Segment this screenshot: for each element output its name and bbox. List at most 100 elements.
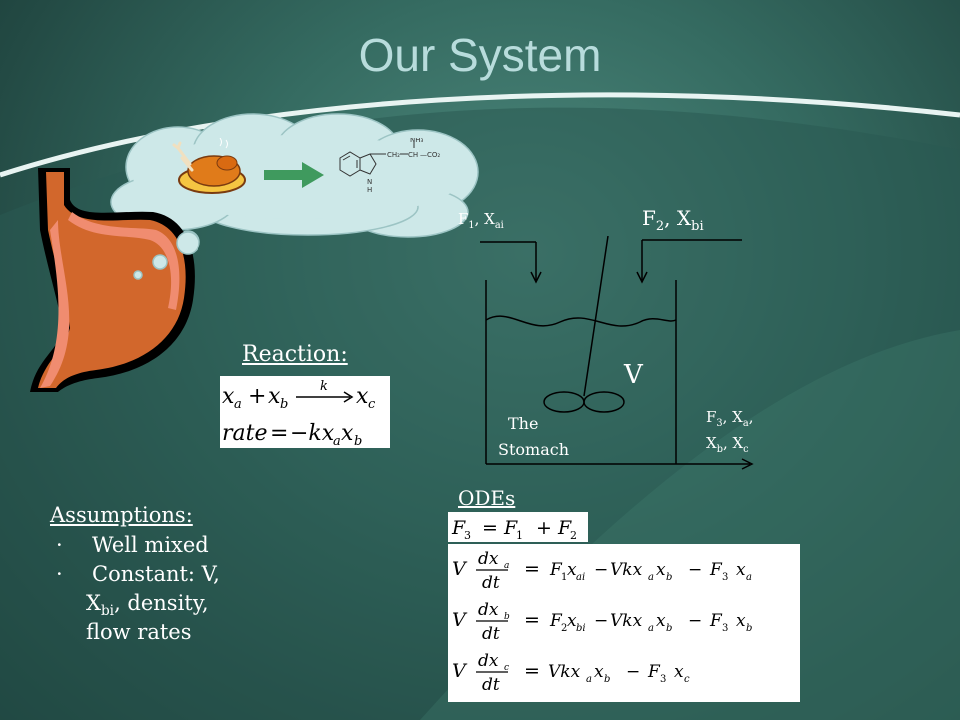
svg-text:F: F [549, 611, 563, 631]
svg-text:2: 2 [570, 529, 577, 542]
roast-chicken-icon [172, 138, 246, 194]
svg-text:V: V [452, 609, 468, 631]
svg-text:−kx: −kx [290, 421, 335, 446]
svg-text:dx: dx [478, 549, 499, 569]
svg-text:3: 3 [464, 529, 471, 542]
svg-text:3: 3 [722, 623, 728, 634]
slide-title: Our System [358, 29, 602, 81]
svg-text:F: F [709, 611, 723, 631]
svg-text:+: + [248, 384, 266, 409]
tank-name-line2: Stomach [498, 440, 569, 459]
stomach-tank-diagram [480, 236, 754, 470]
reaction-equation: x a + x b k x c rate = −kx a x b [220, 376, 390, 452]
assumption-item-constant: ·Constant: V, [56, 562, 220, 586]
svg-text:1: 1 [516, 529, 523, 542]
svg-text:−: − [688, 611, 702, 631]
svg-text:x: x [567, 560, 577, 580]
svg-text:x: x [656, 560, 666, 580]
assumption-continuation-1: Xbi, density, [86, 591, 209, 620]
assumption-item-well-mixed: ·Well mixed [56, 533, 209, 557]
svg-text:NH₃: NH₃ [410, 138, 424, 144]
svg-text:x: x [656, 611, 666, 631]
svg-text:2: 2 [561, 623, 567, 634]
green-arrow-icon [264, 162, 324, 188]
svg-text:k: k [320, 379, 328, 394]
svg-text:x: x [341, 421, 354, 446]
svg-text:Vkx: Vkx [548, 662, 581, 682]
assumption-continuation-2: flow rates [86, 620, 192, 644]
svg-text:−: − [594, 560, 608, 580]
svg-text:dx: dx [478, 651, 499, 671]
assumptions-heading: Assumptions: [50, 503, 193, 527]
outlet-label-line2: Xb, Xc [706, 434, 749, 455]
svg-text:a: a [586, 674, 592, 685]
outlet-label-line1: F3, Xa, [706, 408, 754, 429]
svg-text:a: a [746, 572, 752, 583]
svg-text:=: = [524, 660, 540, 682]
svg-text:ai: ai [576, 572, 585, 583]
svg-text:a: a [648, 623, 654, 634]
svg-text:rate: rate [222, 421, 268, 446]
svg-text:x: x [736, 560, 746, 580]
stomach-icon [30, 168, 195, 392]
svg-text:x: x [674, 662, 684, 682]
svg-text:H: H [367, 186, 372, 194]
svg-text:b: b [504, 612, 510, 622]
svg-text:CH: CH [408, 151, 418, 159]
tryptophan-molecule-icon: NH CH₂ CH—CO₂ NH₃ [339, 138, 440, 194]
svg-text:V: V [452, 558, 468, 580]
svg-text:+: + [536, 517, 552, 539]
svg-text:F: F [557, 517, 572, 539]
svg-text:F: F [503, 517, 518, 539]
svg-text:x: x [736, 611, 746, 631]
svg-text:dt: dt [482, 624, 500, 644]
svg-text:a: a [648, 572, 654, 583]
thought-bubbles [133, 231, 198, 280]
svg-text:a: a [333, 434, 341, 449]
svg-text:x: x [268, 384, 281, 409]
svg-text:N: N [367, 178, 372, 186]
inlet-2-label: F2, Xbi [642, 206, 704, 234]
svg-text:x: x [567, 611, 577, 631]
svg-text:F: F [451, 517, 466, 539]
svg-text:b: b [666, 572, 672, 583]
svg-text:=: = [524, 558, 540, 580]
svg-text:dx: dx [478, 600, 499, 620]
svg-text:c: c [368, 397, 376, 412]
svg-text:F: F [549, 560, 563, 580]
svg-text:dt: dt [482, 573, 500, 593]
svg-text:=: = [482, 517, 498, 539]
svg-text:b: b [604, 674, 610, 685]
svg-text:V: V [452, 660, 468, 682]
odes-heading: ODEs [458, 486, 516, 510]
svg-text:Vkx: Vkx [610, 560, 643, 580]
svg-text:dt: dt [482, 675, 500, 695]
svg-text:3: 3 [722, 572, 728, 583]
svg-text:F: F [647, 662, 661, 682]
volume-label: V [624, 360, 643, 390]
svg-text:F: F [709, 560, 723, 580]
svg-text:—CO₂: —CO₂ [420, 151, 440, 159]
svg-text:=: = [270, 421, 288, 446]
svg-text:a: a [504, 561, 509, 571]
svg-text:x: x [594, 662, 604, 682]
svg-text:x: x [222, 384, 235, 409]
svg-text:CH₂: CH₂ [387, 151, 400, 159]
svg-text:−: − [626, 662, 640, 682]
impeller-icon [543, 391, 625, 413]
svg-text:c: c [504, 663, 509, 673]
svg-text:Vkx: Vkx [610, 611, 643, 631]
svg-text:b: b [666, 623, 672, 634]
inlet-1-label: F1, Xai [458, 210, 504, 231]
svg-text:3: 3 [660, 674, 666, 685]
svg-text:=: = [524, 609, 540, 631]
svg-text:b: b [746, 623, 752, 634]
tank-name-line1: The [508, 414, 539, 433]
svg-text:b: b [354, 434, 362, 449]
svg-text:−: − [688, 560, 702, 580]
